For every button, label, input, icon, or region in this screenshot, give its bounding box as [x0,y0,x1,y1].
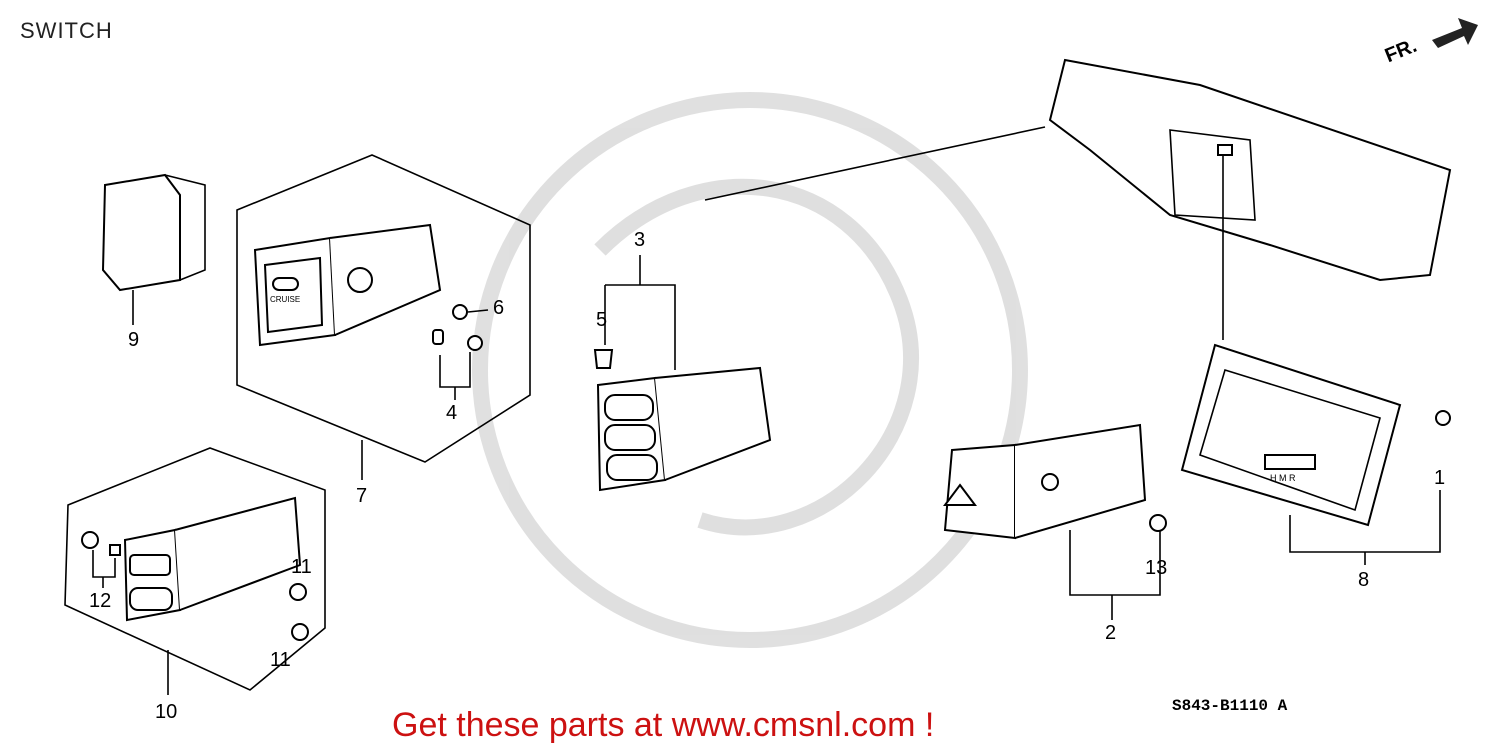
part-7-group [236,154,531,480]
part-2-hazard-switch [943,423,1167,620]
part-9-cover [101,173,206,325]
hmr-indicator-label: H M R [1270,473,1296,483]
callout-8: 8 [1358,569,1370,591]
callout-11-upper: 11 [291,556,312,578]
callout-9: 9 [128,329,140,351]
callout-4: 4 [446,402,458,424]
callout-1: 1 [1434,467,1446,489]
diagram-code: S843-B1110 A [1172,697,1288,715]
leader-line-dashboard [704,126,1046,201]
part-10-group [64,447,326,695]
callout-7: 7 [356,485,368,507]
part-8-bezel [1180,343,1451,565]
callout-5: 5 [596,309,608,331]
callout-3: 3 [634,229,646,251]
callout-13: 13 [1145,557,1168,579]
callout-10: 10 [155,701,178,723]
promo-link[interactable]: Get these parts at www.cmsnl.com ! [392,706,935,744]
callout-2: 2 [1105,622,1117,644]
watermark-logo [472,92,1028,648]
part-3-switch [593,255,772,492]
callout-6: 6 [493,297,505,319]
diagram-title: SWITCH [20,18,113,43]
dashboard-outline [1048,58,1452,340]
callout-12: 12 [89,590,112,612]
callout-11-lower: 11 [270,649,291,671]
front-arrow-icon [1432,18,1478,48]
cruise-switch-label: CRUISE [270,295,301,304]
